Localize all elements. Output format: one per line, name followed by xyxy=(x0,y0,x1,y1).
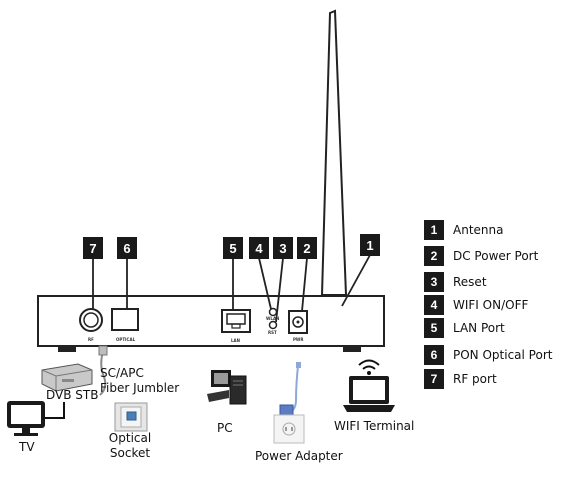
legend-number: 6 xyxy=(424,345,444,365)
rf-port xyxy=(79,308,103,332)
antenna xyxy=(320,9,348,335)
wifi-terminal-label: WIFI Terminal xyxy=(334,419,415,433)
lan-port xyxy=(221,309,251,333)
pc-label: PC xyxy=(217,421,233,435)
optical-socket-label-line1: Optical xyxy=(108,431,152,445)
tv-stb-cable xyxy=(45,402,65,419)
optical-socket-label: Optical Socket xyxy=(107,431,153,461)
power-adapter-icon xyxy=(273,362,305,444)
callout-lines xyxy=(92,254,371,323)
tv-icon xyxy=(7,401,45,436)
lan-port-label: LAN xyxy=(231,338,240,343)
legend-label: LAN Port xyxy=(453,321,505,335)
callout-badge-2: 2 xyxy=(297,237,317,259)
rf-port-label: RF xyxy=(88,337,94,342)
optical-socket-icon xyxy=(114,402,148,432)
legend-number: 4 xyxy=(424,295,444,315)
legend-number: 7 xyxy=(424,369,444,389)
wifi-signal-icon xyxy=(358,359,380,375)
legend-label: Reset xyxy=(453,275,487,289)
dvb-stb-label: DVB STB xyxy=(46,388,99,402)
pc-icon xyxy=(207,370,247,405)
fiber-jumper-label-line2: Fiber Jumbler xyxy=(100,381,180,395)
legend-item-antenna: 1 Antenna xyxy=(424,220,503,240)
power-adapter-label: Power Adapter xyxy=(255,449,343,463)
reset-button-label: RST xyxy=(268,330,277,335)
legend-item-pon-optical-port: 6 PON Optical Port xyxy=(424,345,552,365)
legend-label: RF port xyxy=(453,372,497,386)
legend-label: PON Optical Port xyxy=(453,348,553,362)
legend-number: 1 xyxy=(424,220,444,240)
legend-number: 5 xyxy=(424,318,444,338)
callout-badge-7: 7 xyxy=(83,237,103,259)
legend-number: 2 xyxy=(424,246,444,266)
legend-item-lan-port: 5 LAN Port xyxy=(424,318,505,338)
legend-label: WIFI ON/OFF xyxy=(453,298,529,312)
wlan-button-label: WLAN xyxy=(266,316,280,321)
legend-item-rf-port: 7 RF port xyxy=(424,369,497,389)
power-port xyxy=(288,310,308,334)
laptop-icon xyxy=(343,376,395,412)
fiber-jumper-label: SC/APC Fiber Jumbler xyxy=(100,366,180,396)
callout-badge-5: 5 xyxy=(223,237,243,259)
optical-port-label: OPTICAL xyxy=(116,337,136,342)
router-body xyxy=(37,295,385,352)
legend-label: Antenna xyxy=(453,223,504,237)
callout-badge-1: 1 xyxy=(360,234,380,256)
legend-label: DC Power Port xyxy=(453,249,539,263)
callout-badge-3: 3 xyxy=(273,237,293,259)
power-port-label: PWR xyxy=(293,337,304,342)
fiber-jumper-icon xyxy=(98,345,108,396)
callout-badge-4: 4 xyxy=(249,237,269,259)
dvb-stb-icon xyxy=(41,363,93,392)
optical-port xyxy=(111,308,139,331)
fiber-jumper-label-line1: SC/APC xyxy=(100,366,144,380)
optical-socket-label-line2: Socket xyxy=(109,446,151,460)
legend-item-reset: 3 Reset xyxy=(424,272,487,292)
legend-item-wifi-on-off: 4 WIFI ON/OFF xyxy=(424,295,528,315)
callout-badge-6: 6 xyxy=(117,237,137,259)
tv-label: TV xyxy=(19,440,35,454)
legend-item-dc-power-port: 2 DC Power Port xyxy=(424,246,538,266)
reset-button xyxy=(268,320,278,330)
legend-number: 3 xyxy=(424,272,444,292)
wlan-button xyxy=(268,307,278,317)
